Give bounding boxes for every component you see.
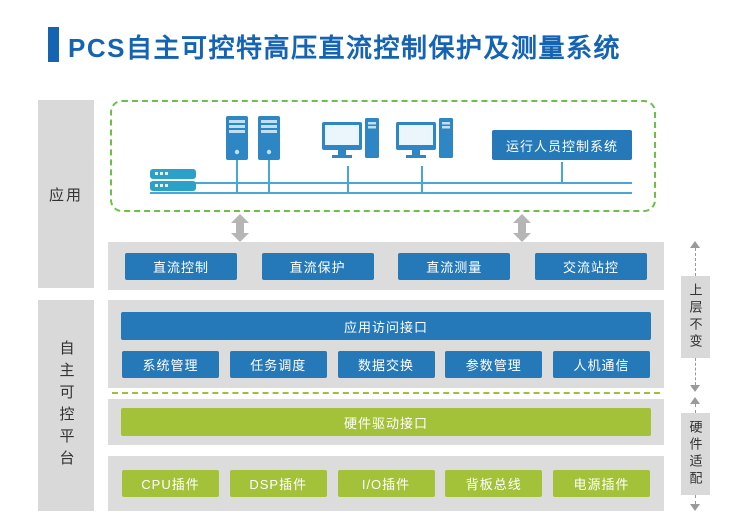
network-bus-line bbox=[150, 182, 632, 184]
page-title: PCS自主可控特高压直流控制保护及测量系统 bbox=[68, 33, 621, 63]
dashed-line bbox=[694, 404, 696, 413]
arrow-up-icon bbox=[690, 397, 700, 404]
module-dc-protection: 直流保护 bbox=[261, 252, 374, 280]
double-arrow-icon bbox=[231, 214, 249, 242]
double-arrow-icon bbox=[513, 214, 531, 242]
module-data-exchange: 数据交换 bbox=[337, 351, 435, 378]
operator-system-box: 运行人员控制系统 bbox=[492, 130, 632, 160]
annotation-upper-label: 上层不变 bbox=[680, 275, 710, 358]
layer-label-application-text: 应用 bbox=[48, 186, 83, 204]
server-icon bbox=[226, 116, 248, 160]
module-backplane-bus: 背板总线 bbox=[445, 470, 543, 497]
arrow-down-icon bbox=[690, 385, 700, 392]
dashed-line bbox=[694, 248, 696, 276]
hardware-modules-band: CPU插件 DSP插件 I/O插件 背板总线 电源插件 bbox=[108, 456, 664, 511]
application-modules-band: 直流控制 直流保护 直流测量 交流站控 bbox=[108, 242, 664, 290]
middleware-row: 系统管理 任务调度 数据交换 参数管理 人机通信 bbox=[122, 351, 650, 378]
module-parameter-management: 参数管理 bbox=[445, 351, 543, 378]
module-cpu-card: CPU插件 bbox=[122, 470, 219, 497]
annotation-hardware-adaptation: 硬件适配 bbox=[680, 397, 710, 511]
network-switch-icon bbox=[150, 168, 196, 194]
network-connector bbox=[561, 162, 563, 182]
title-accent-bar bbox=[48, 27, 59, 62]
hardware-driver-interface-bar: 硬件驱动接口 bbox=[121, 408, 651, 436]
dashed-line bbox=[694, 357, 696, 385]
app-access-interface-bar: 应用访问接口 bbox=[121, 312, 651, 340]
module-hmi-communication: 人机通信 bbox=[553, 351, 650, 378]
module-power-card: 电源插件 bbox=[553, 470, 650, 497]
annotation-upper-unchanged: 上层不变 bbox=[680, 241, 710, 392]
module-dc-measurement: 直流测量 bbox=[398, 252, 511, 280]
module-dsp-card: DSP插件 bbox=[229, 470, 327, 497]
network-bus-line bbox=[150, 192, 632, 194]
network-connector bbox=[347, 166, 349, 192]
module-task-scheduling: 任务调度 bbox=[229, 351, 327, 378]
network-connector bbox=[268, 160, 270, 192]
driver-interface-band: 硬件驱动接口 bbox=[108, 399, 664, 445]
workstation-icon bbox=[396, 118, 454, 166]
layer-label-platform-text: 自主可控平台 bbox=[57, 339, 75, 472]
server-icon bbox=[258, 116, 280, 160]
dashed-line bbox=[694, 495, 696, 504]
module-ac-station-control: 交流站控 bbox=[534, 252, 647, 280]
layer-label-application: 应用 bbox=[38, 100, 94, 288]
module-dc-control: 直流控制 bbox=[125, 252, 237, 280]
layer-label-platform: 自主可控平台 bbox=[38, 300, 94, 511]
operator-system-group-box bbox=[110, 100, 656, 212]
module-io-card: I/O插件 bbox=[337, 470, 435, 497]
layer-separator-dashed-line bbox=[112, 392, 660, 394]
workstation-icon bbox=[322, 118, 380, 166]
module-system-management: 系统管理 bbox=[122, 351, 219, 378]
network-connector bbox=[236, 160, 238, 192]
annotation-lower-label: 硬件适配 bbox=[680, 413, 710, 495]
network-connector bbox=[421, 166, 423, 192]
arrow-down-icon bbox=[690, 504, 700, 511]
arrow-up-icon bbox=[690, 241, 700, 248]
platform-upper-band: 应用访问接口 系统管理 任务调度 数据交换 参数管理 人机通信 bbox=[108, 300, 664, 388]
